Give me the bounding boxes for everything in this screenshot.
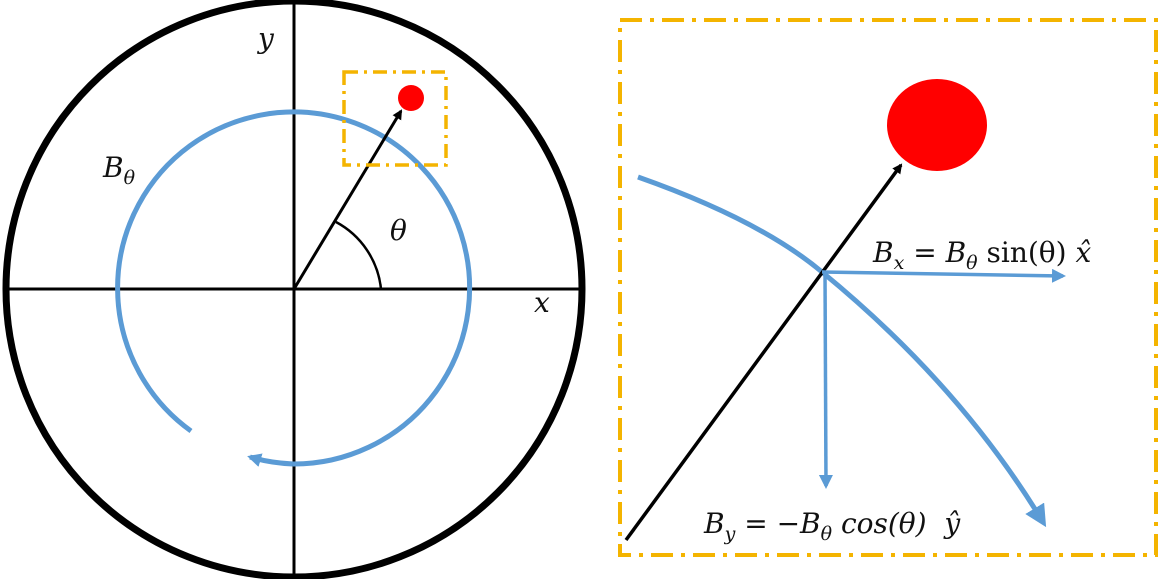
- by-func: cos(θ): [832, 507, 944, 540]
- by-b: B: [703, 507, 725, 540]
- field-circle-arc: [115, 109, 473, 467]
- by-equals: = −: [735, 507, 800, 540]
- y-axis-label: y: [256, 22, 275, 55]
- angle-label: θ: [390, 214, 407, 247]
- left-panel: y x θ Bθ: [2, 0, 586, 579]
- bx-equals: =: [904, 236, 945, 269]
- bx-sub-x: x: [894, 252, 905, 274]
- position-vector-arrow: [292, 109, 403, 290]
- right-panel: Bx = Bθ sin(θ) x̂ By = −Bθ cos(θ) ŷ: [618, 18, 1158, 557]
- bx-sub-theta: θ: [966, 252, 978, 274]
- field-label: Bθ: [102, 151, 136, 189]
- zoom-region-box: [342, 70, 448, 167]
- bx-unit: x̂: [1075, 236, 1091, 269]
- bx-equation: Bx = Bθ sin(θ) x̂: [872, 236, 1091, 274]
- field-curve: [637, 174, 1047, 528]
- by-component-arrow: [818, 271, 833, 489]
- position-vector-zoom-arrow: [624, 163, 903, 542]
- field-label-sub: θ: [124, 167, 136, 189]
- field-direction-arrow: [247, 453, 294, 467]
- bx-b: B: [872, 236, 894, 269]
- angle-arc: [335, 220, 383, 290]
- bx-func: sin(θ): [978, 236, 1076, 269]
- by-sub-y: y: [724, 523, 736, 545]
- bx-component-arrow: [821, 268, 1066, 283]
- by-b2: B: [799, 507, 821, 540]
- field-label-main: B: [102, 151, 124, 184]
- zoom-detail-box: [618, 18, 1158, 557]
- by-sub-theta: θ: [821, 523, 833, 545]
- x-axis-label: x: [534, 286, 550, 319]
- charge-dot-small: [398, 85, 424, 111]
- bx-b2: B: [945, 236, 967, 269]
- by-equation: By = −Bθ cos(θ) ŷ: [703, 507, 961, 545]
- charge-dot-large: [887, 79, 987, 171]
- by-unit: ŷ: [942, 507, 961, 540]
